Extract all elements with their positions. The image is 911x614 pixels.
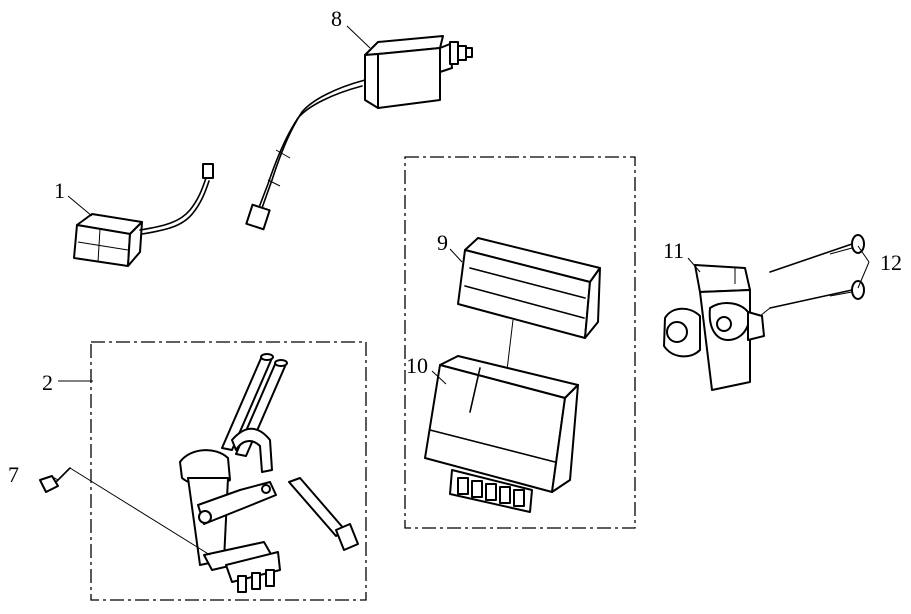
callout-10: 10 [406,353,428,378]
callout-11: 11 [663,238,684,263]
part-8-switch [245,35,473,231]
part-9-cover [457,237,601,371]
part-7-screw [39,467,71,493]
callout-8: 8 [331,6,342,31]
callout-12: 12 [880,250,902,275]
part-2-assembly [69,353,359,593]
part-1-connector [73,163,214,267]
callout-2: 2 [42,370,53,395]
part-10-ecu [424,355,579,513]
part-12-bolts [759,234,865,317]
callout-1: 1 [54,178,65,203]
leader-lines [50,25,870,481]
part-11-sensor [663,264,765,391]
callout-7: 7 [8,462,19,487]
group-box-2 [90,341,367,601]
callout-9: 9 [437,230,448,255]
